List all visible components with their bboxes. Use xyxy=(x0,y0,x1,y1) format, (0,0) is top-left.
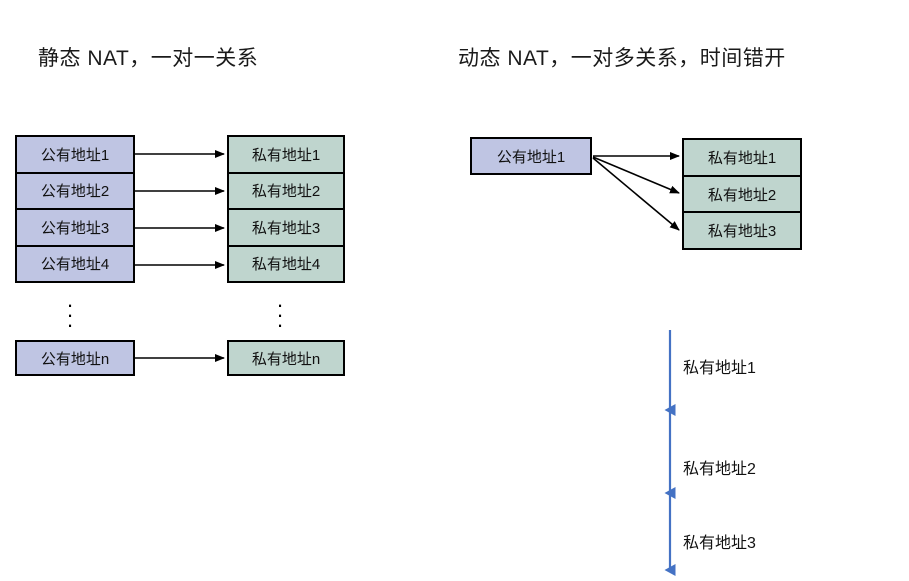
dynamic-arrow-2 xyxy=(592,156,680,194)
public-address-table: 公有地址1 公有地址2 公有地址3 公有地址4 xyxy=(15,135,135,283)
private-address-row: 私有地址1 xyxy=(229,137,343,174)
private-address-row: 私有地址2 xyxy=(229,173,343,210)
timeline-label: 私有地址1 xyxy=(683,360,756,377)
public-address-row: 公有地址4 xyxy=(17,246,133,281)
public-address-n-box: 公有地址n xyxy=(15,340,135,376)
timeline-label: 私有地址3 xyxy=(683,535,756,552)
static-nat-arrow-group xyxy=(135,150,225,362)
dynamic-arrow-3 xyxy=(592,157,680,231)
ellipsis-dot: · xyxy=(66,312,74,337)
public-address-row: 公有地址1 xyxy=(17,137,133,174)
ellipsis-dot: · xyxy=(276,302,284,327)
ellipsis-dot: · xyxy=(276,312,284,337)
static-nat-title: 静态 NAT，一对一关系 xyxy=(38,47,259,70)
timeline-label: 私有地址2 xyxy=(683,461,756,478)
private-address-row: 私有地址3 xyxy=(229,210,343,247)
dynamic-private-address-table: 私有地址1 私有地址2 私有地址3 xyxy=(682,138,802,250)
dynamic-private-address-row: 私有地址2 xyxy=(684,176,800,214)
public-address-row: 公有地址3 xyxy=(17,210,133,247)
private-address-table: 私有地址1 私有地址2 私有地址3 私有地址4 xyxy=(227,135,345,283)
public-address-row: 公有地址2 xyxy=(17,173,133,210)
private-address-n-box: 私有地址n xyxy=(227,340,345,376)
dynamic-public-address-box: 公有地址1 xyxy=(470,137,592,175)
dynamic-private-address-row: 私有地址1 xyxy=(684,140,800,177)
dynamic-nat-arrow-group xyxy=(592,152,680,231)
ellipsis-dot: · xyxy=(276,292,284,317)
ellipsis-dot: · xyxy=(66,292,74,317)
private-address-row: 私有地址4 xyxy=(229,246,343,281)
dynamic-nat-title: 动态 NAT，一对多关系，时间错开 xyxy=(458,47,786,70)
dynamic-private-address-row: 私有地址3 xyxy=(684,213,800,249)
private-continuation-ellipsis: · · · xyxy=(270,292,290,337)
public-continuation-ellipsis: · · · xyxy=(60,292,80,337)
ellipsis-dot: · xyxy=(66,302,74,327)
